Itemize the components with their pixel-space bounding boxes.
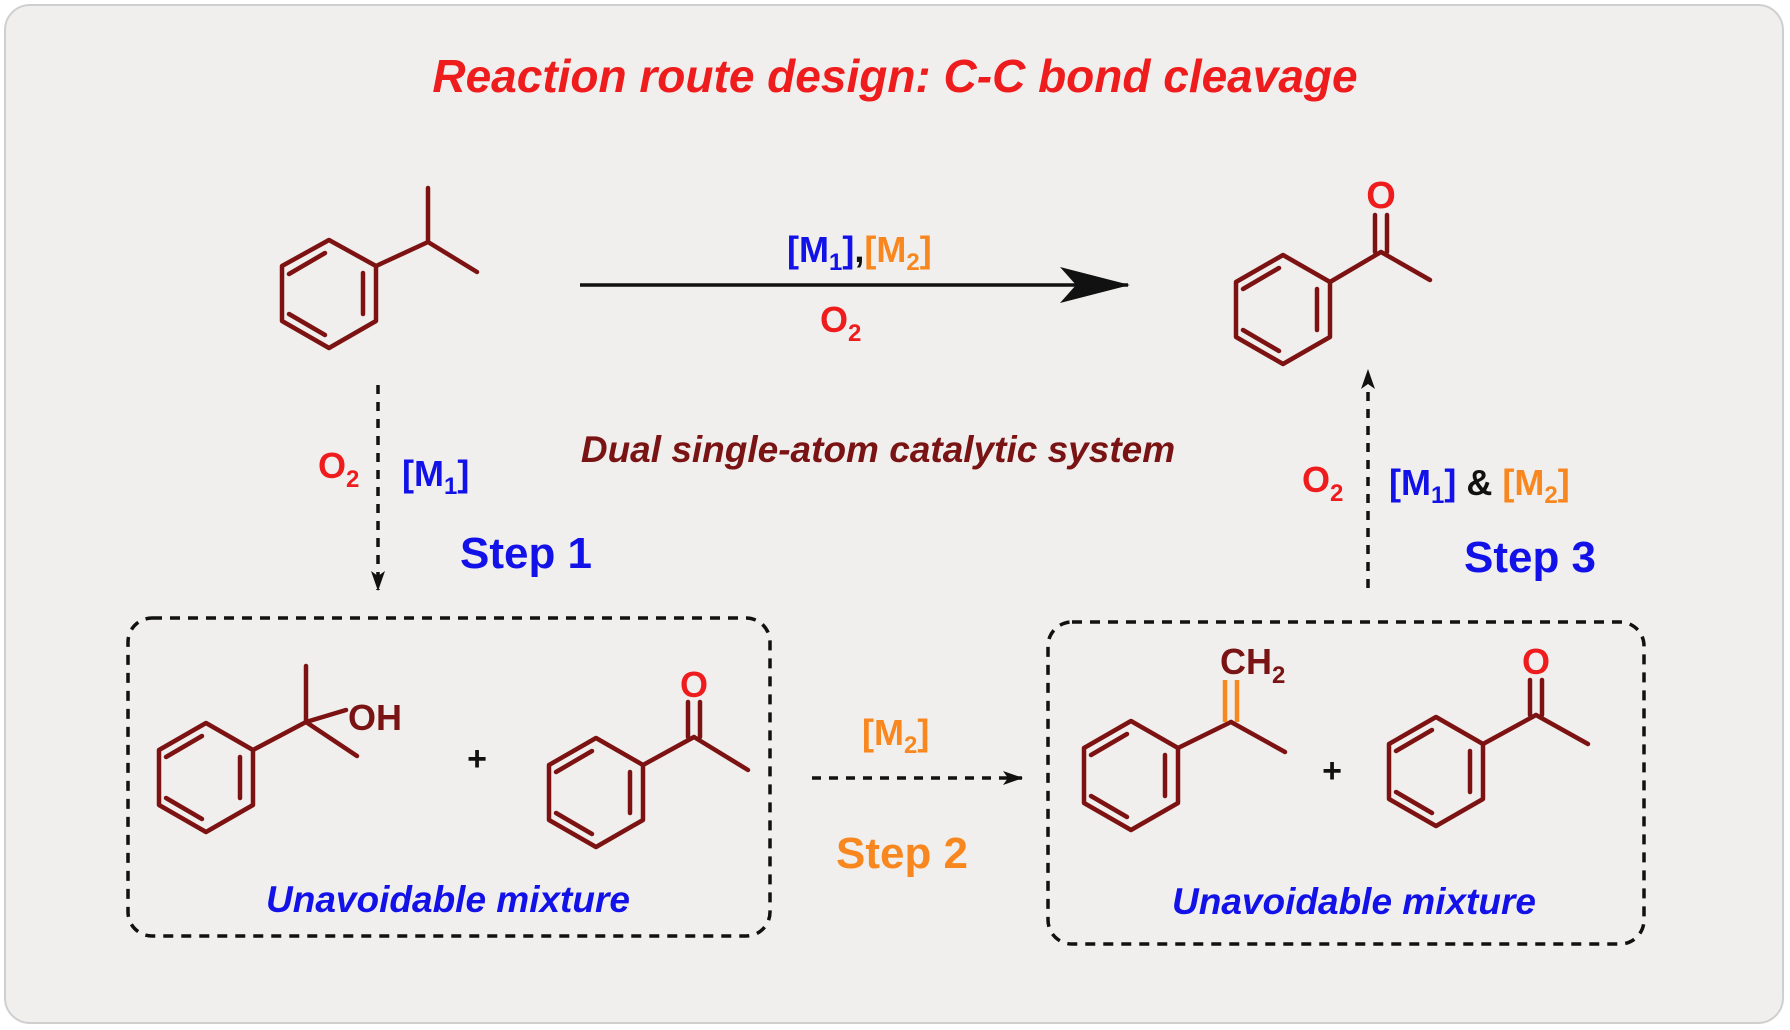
step3-oxygen: O2 xyxy=(1302,459,1343,507)
step1-catalyst: [M1] xyxy=(402,453,469,500)
step3-label: Step 3 xyxy=(1464,533,1596,582)
plus-sign-right: + xyxy=(1322,752,1342,790)
scheme-title: Reaction route design: C-C bond cleavage xyxy=(432,50,1357,102)
step3-catalysts: [M1]&[M2] xyxy=(1389,462,1570,509)
step1-label: Step 1 xyxy=(460,529,592,578)
cumyl-alcohol-structure: OH xyxy=(156,663,402,835)
acetophenone-left: O xyxy=(546,664,751,850)
step1-oxygen: O2 xyxy=(318,445,359,493)
acetophenone-right: O xyxy=(1386,641,1591,829)
hydroxyl-group: OH xyxy=(348,697,402,738)
scheme-panel xyxy=(4,4,1784,1024)
methylene-group: CH2 xyxy=(1220,641,1285,689)
left-mixture-box xyxy=(126,616,772,938)
left-carbonyl-oxygen: O xyxy=(680,664,708,705)
catalytic-system-label: Dual single-atom catalytic system xyxy=(581,429,1175,470)
step2-catalyst: [M2] xyxy=(862,712,929,759)
left-mixture-label: Unavoidable mixture xyxy=(266,879,630,920)
product-carbonyl-oxygen: O xyxy=(1366,175,1396,217)
step2-label: Step 2 xyxy=(836,829,968,878)
plus-sign-left: + xyxy=(467,740,487,778)
main-arrow-catalysts: [M1],[M2] xyxy=(787,229,932,276)
right-carbonyl-oxygen: O xyxy=(1522,641,1550,682)
right-mixture-label: Unavoidable mixture xyxy=(1172,881,1536,922)
right-mixture-box xyxy=(1046,620,1646,946)
cumene-structure xyxy=(279,185,480,351)
acetophenone-product: O xyxy=(1233,175,1433,367)
alpha-methylstyrene-structure: CH2 xyxy=(1081,641,1288,833)
main-arrow-oxygen: O2 xyxy=(820,299,861,347)
